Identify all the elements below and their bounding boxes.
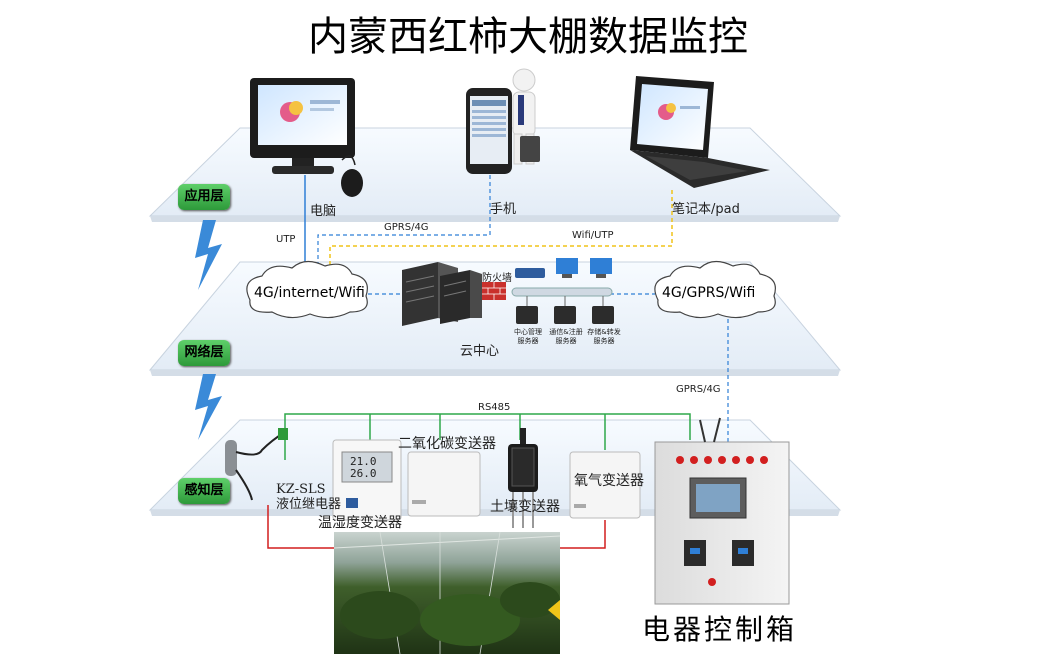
server-rack-icon xyxy=(402,262,482,326)
cloud-left-label: 4G/internet/Wifi xyxy=(254,285,365,301)
businessman-icon xyxy=(512,68,540,165)
server-label: 中心管理 服务器 xyxy=(514,328,542,345)
network-layer-badge: 网络层 xyxy=(178,340,230,366)
level-relay-label: KZ-SLS 液位继电器 xyxy=(276,482,342,512)
application-layer-badge: 应用层 xyxy=(178,184,230,210)
soil-label: 土壤变送器 xyxy=(490,499,560,515)
server-label: 存储&转发 服务器 xyxy=(587,328,621,345)
cloud-left-icon xyxy=(246,260,368,319)
control-cabinet-icon xyxy=(654,417,790,605)
wifi-utp-label: Wifi/UTP xyxy=(572,230,614,241)
greenhouse-photo xyxy=(333,531,561,654)
cloud-right-label: 4G/GPRS/Wifi xyxy=(662,285,756,301)
phone-label: 手机 xyxy=(490,202,517,217)
lightning-icon xyxy=(195,220,222,290)
network-switch-icon xyxy=(511,268,613,297)
cloud-right-icon xyxy=(654,260,776,319)
level-relay-probe-icon xyxy=(225,428,288,501)
co2-sensor-icon xyxy=(407,451,481,517)
pc-monitor-icon xyxy=(250,78,355,174)
oxygen-sensor-icon xyxy=(569,451,641,519)
server-unit-icons xyxy=(516,296,614,324)
gprs-4g-right-label: GPRS/4G xyxy=(676,384,721,395)
laptop-icon xyxy=(630,76,770,188)
utp-label: UTP xyxy=(276,234,296,245)
sensor-display-bottom: 26.0 xyxy=(350,467,377,480)
workstation-icon xyxy=(556,258,612,278)
sensor-display-top: 21.0 xyxy=(350,455,377,468)
pc-label: 电脑 xyxy=(310,204,337,219)
lightning-icon xyxy=(195,374,222,440)
cloud-center-label: 云中心 xyxy=(460,344,500,359)
server-label: 通信&注册 服务器 xyxy=(549,328,583,345)
diagram-title: 内蒙西红柿大棚数据监控 xyxy=(308,14,748,60)
oxygen-label: 氧气变送器 xyxy=(574,473,644,489)
control-box-label: 电器控制箱 xyxy=(642,613,798,646)
perception-layer-badge: 感知层 xyxy=(178,478,230,504)
temp-humidity-sensor-icon xyxy=(332,439,402,521)
firewall-icon xyxy=(482,282,506,300)
mouse-icon xyxy=(341,155,363,197)
rs485-label: RS485 xyxy=(478,402,511,413)
co2-label: 二氧化碳变送器 xyxy=(398,436,496,452)
firewall-label: 防火墙 xyxy=(482,273,512,284)
phone-icon xyxy=(466,88,512,174)
temp-humidity-label: 温湿度变送器 xyxy=(318,515,402,531)
gprs-4g-label: GPRS/4G xyxy=(384,222,429,233)
soil-sensor-icon xyxy=(508,428,538,528)
laptop-label: 笔记本/pad xyxy=(672,202,740,217)
